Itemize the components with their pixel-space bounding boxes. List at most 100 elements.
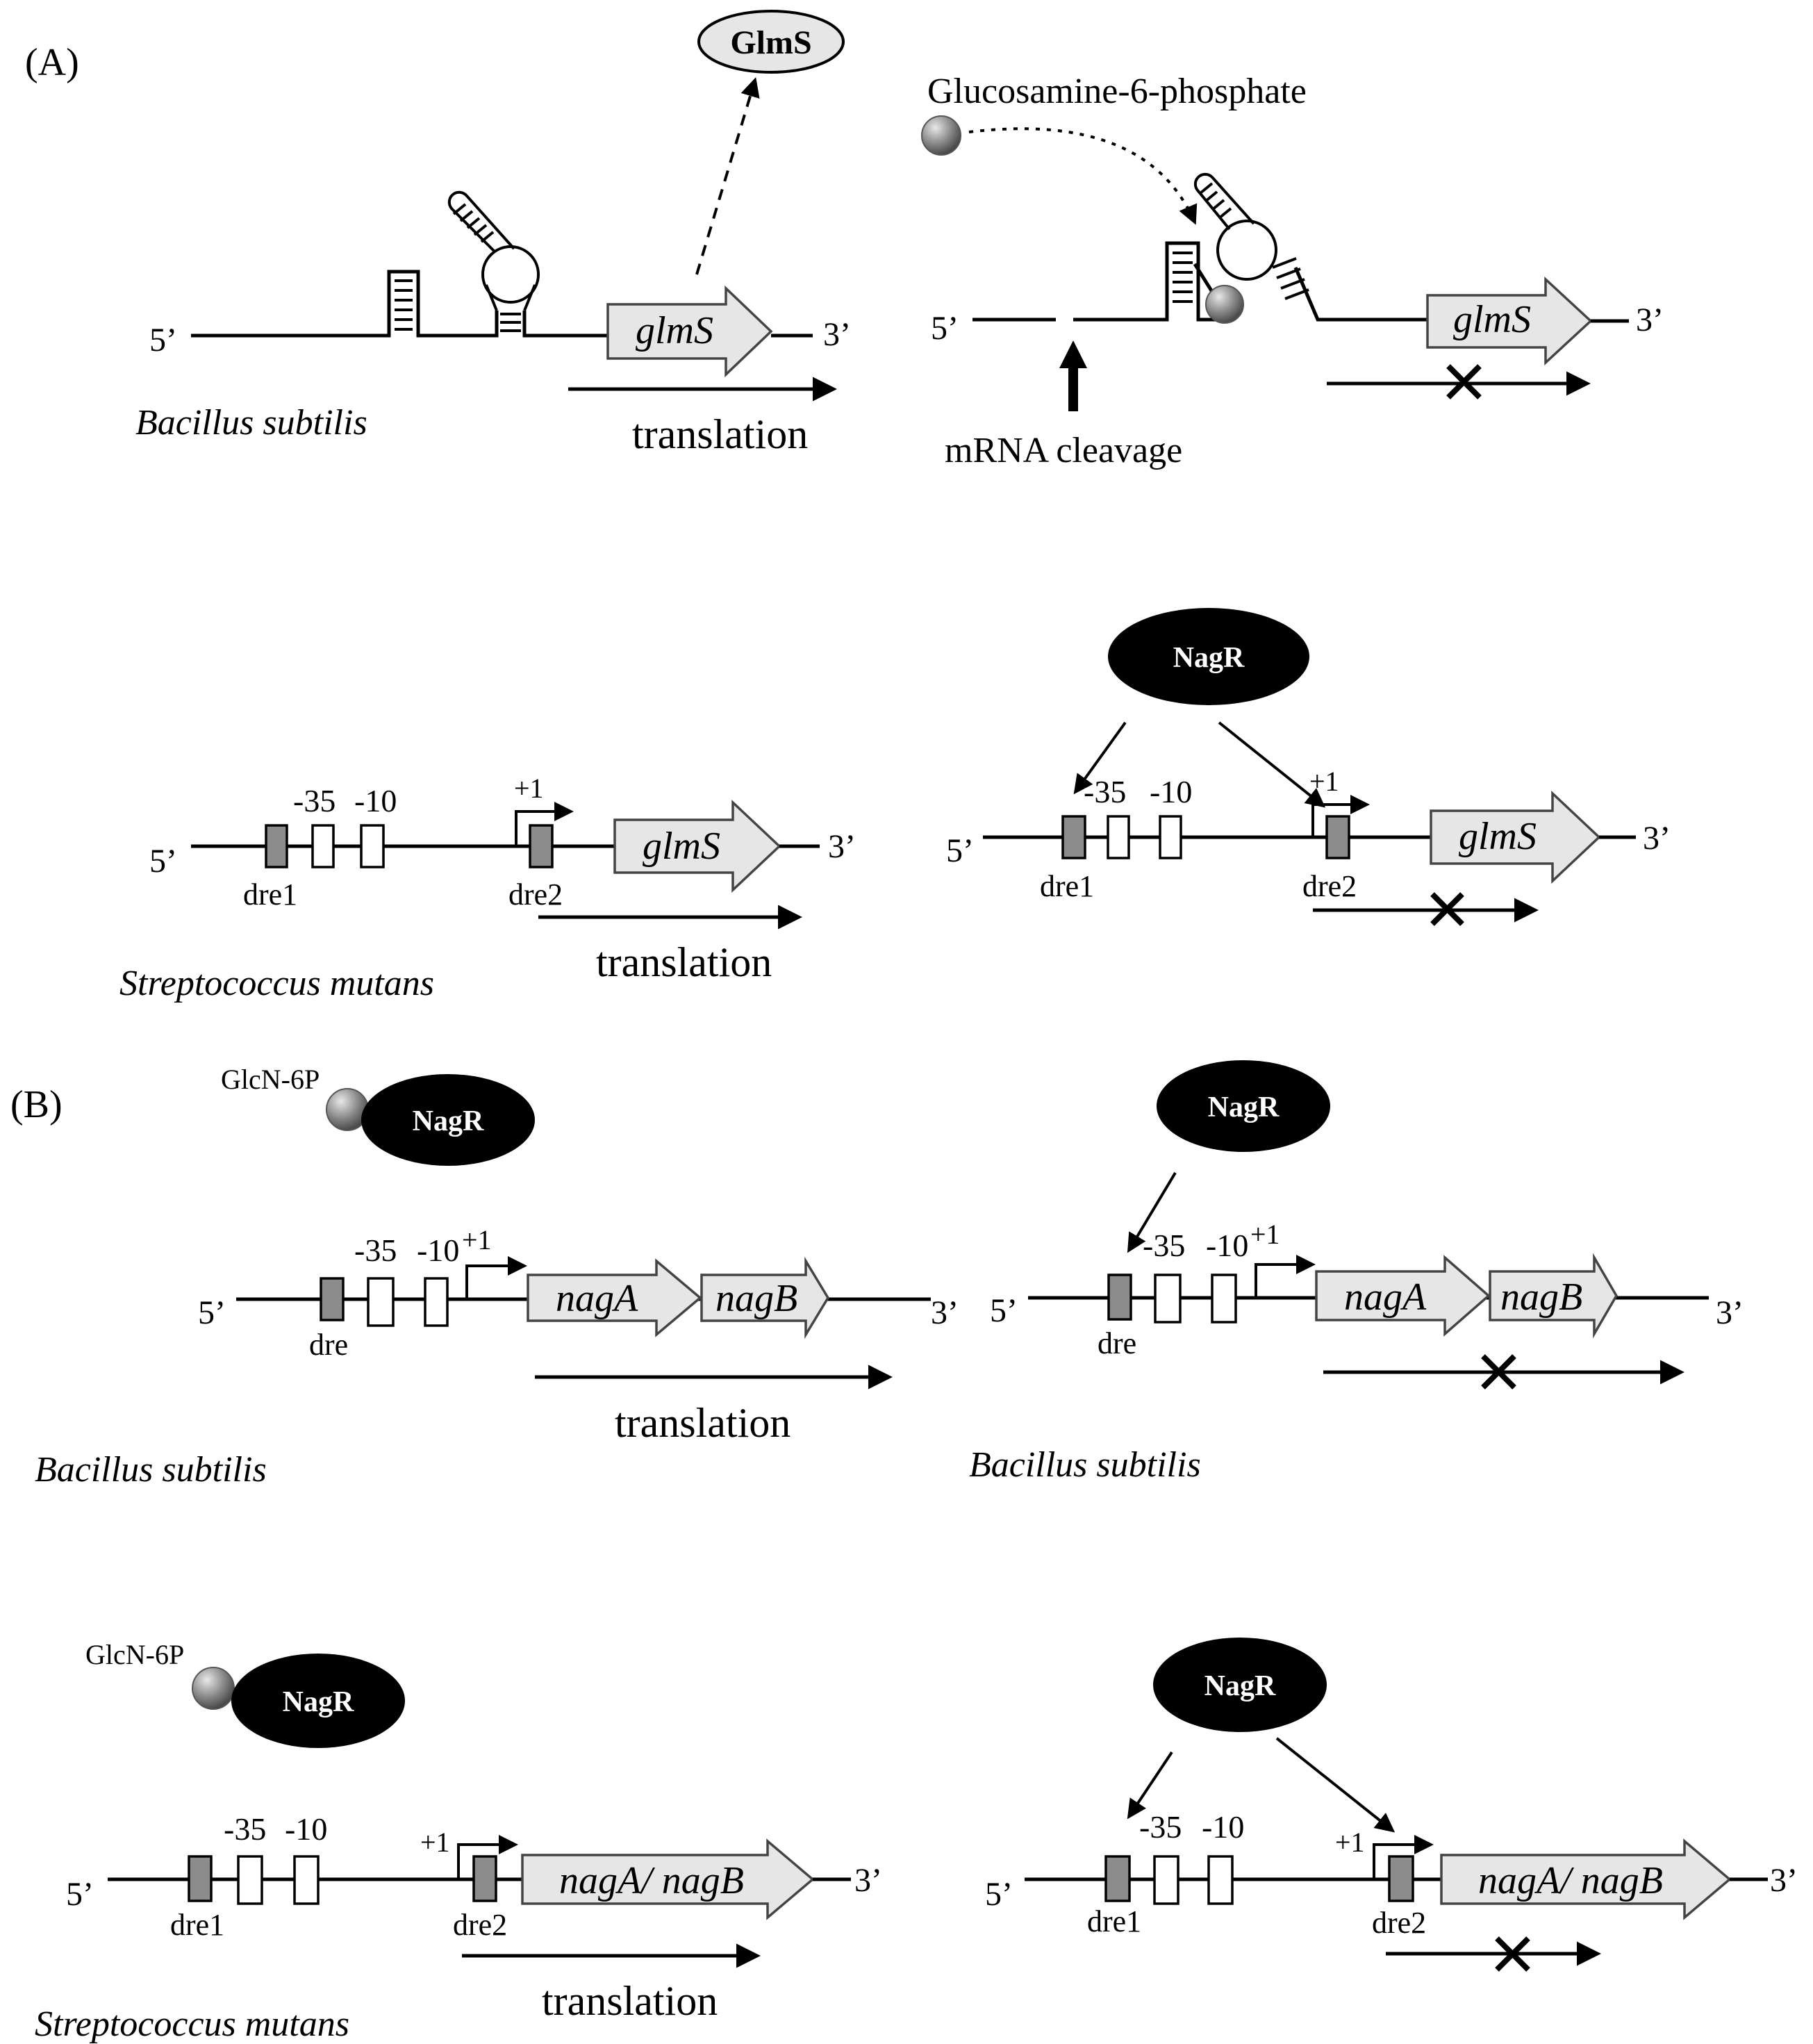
five-prime-label: 5’	[990, 1292, 1018, 1329]
five-prime-label: 5’	[985, 1876, 1013, 1913]
nagr-label: NagR	[1173, 642, 1245, 674]
minus10-box	[424, 1277, 449, 1327]
plus1-label: +1	[514, 773, 544, 804]
three-prime-label: 3’	[931, 1294, 959, 1331]
nagb-gene-arrow	[700, 1256, 830, 1340]
three-prime-label: 3’	[854, 1862, 882, 1899]
minus10-box	[293, 1855, 320, 1905]
dre1-box	[1104, 1855, 1131, 1902]
stem-1	[395, 279, 413, 331]
blocked-mark	[1481, 1354, 1516, 1390]
panel-b-bsub-on: GlcN-6P NagR -35 -10 +1 dre 5’ nagA nagB…	[35, 1064, 959, 1490]
five-prime-label: 5’	[946, 832, 974, 869]
glms-protein-label: GlmS	[730, 24, 811, 61]
dre2-box	[472, 1855, 497, 1902]
minus10-box	[1211, 1274, 1237, 1324]
dre2-label: dre2	[1372, 1906, 1426, 1940]
minus10-label: -10	[354, 783, 397, 818]
translation-label: translation	[542, 1978, 718, 2024]
nagab-gene-label: nagA/ nagB	[1478, 1859, 1663, 1902]
glcn6p-bound-ball	[1205, 285, 1244, 324]
dre-box	[320, 1277, 345, 1321]
translation-label: translation	[615, 1400, 790, 1446]
panel-a-bsub-on: 5’ glmS 3’ translation Bacillus subtilis…	[135, 10, 851, 457]
minus35-label: -35	[1139, 1809, 1182, 1845]
nagab-gene-label: nagA/ nagB	[559, 1859, 744, 1902]
minus10-label: -10	[285, 1811, 327, 1847]
panel-b-bsub-off: NagR -35 -10 +1 dre 5’ nagA nagB 3’ Baci…	[969, 1060, 1744, 1485]
naga-gene-label: nagA	[1344, 1276, 1427, 1319]
three-prime-label: 3’	[1643, 820, 1671, 857]
nagr-label: NagR	[283, 1686, 354, 1718]
organism-label: Bacillus subtilis	[969, 1445, 1201, 1485]
naga-gene-arrow	[1315, 1255, 1491, 1337]
minus10-label: -10	[1206, 1228, 1248, 1263]
five-prime-label: 5’	[931, 310, 959, 347]
glcn6p-label: GlcN-6P	[221, 1064, 320, 1095]
three-prime-label: 3’	[1770, 1862, 1798, 1899]
nagr-label: NagR	[1204, 1670, 1276, 1702]
panel-a-bsub-off: 5’ glmS 3’ mRNA cleavage Glucosamine-6-p…	[921, 72, 1664, 470]
dre-label: dre	[1098, 1326, 1136, 1360]
organism-label: Streptococcus mutans	[119, 964, 434, 1003]
panel-a-smut-off: -35 -10 +1 dre1 dre2 5’ glmS 3’ NagR	[946, 608, 1671, 926]
glms-gene-arrow	[613, 799, 781, 893]
minus10-label: -10	[1150, 774, 1192, 809]
panel-label-a: (A)	[25, 41, 79, 84]
panel-b-smut-on: GlcN-6P NagR -35 -10 +1 dre1 dre2 5’ nag…	[35, 1639, 882, 2044]
dre2-box	[529, 824, 554, 868]
nagb-gene-arrow	[1489, 1253, 1619, 1339]
minus35-box	[1153, 1855, 1179, 1905]
riboswitch-hairpin	[447, 190, 540, 332]
three-prime-label: 3’	[823, 316, 851, 353]
nagr-protein	[361, 1074, 535, 1166]
dre1-box	[265, 824, 288, 868]
minus35-label: -35	[224, 1811, 266, 1847]
dre1-box	[1061, 815, 1086, 859]
minus35-label: -35	[293, 783, 336, 818]
glcn6p-ball	[192, 1667, 235, 1710]
cleavage-arrow	[1059, 340, 1087, 411]
dre1-label: dre1	[243, 877, 297, 912]
glcn6p-ball	[921, 115, 961, 156]
three-prime-label: 3’	[828, 828, 856, 865]
blocked-mark	[1495, 1936, 1530, 1972]
nagab-gene-arrow	[1440, 1838, 1732, 1920]
five-prime-label: 5’	[198, 1294, 226, 1331]
stem-2	[1173, 252, 1193, 303]
glms-gene-label: glmS	[636, 309, 713, 352]
glms-protein	[697, 10, 845, 74]
dre2-label: dre2	[1302, 869, 1357, 903]
nagab-gene-arrow	[521, 1838, 815, 1920]
plus1-label: +1	[1250, 1219, 1280, 1250]
minus10-box	[360, 824, 385, 868]
riboswitch-bound	[1193, 172, 1309, 300]
plus1-label: +1	[1309, 766, 1339, 797]
glms-gene-arrow	[1430, 790, 1601, 884]
glcn6p-label: Glucosamine-6-phosphate	[927, 72, 1307, 111]
five-prime-label: 5’	[149, 322, 177, 358]
glms-gene-arrow	[1426, 277, 1593, 365]
minus35-box	[1107, 815, 1130, 859]
glms-gene-arrow	[606, 285, 773, 378]
plus1-label: +1	[462, 1224, 492, 1255]
nagr-protein	[1157, 1060, 1330, 1152]
panel-b-smut-off: NagR -35 -10 +1 dre1 dre2 5’ nagA/ nagB …	[985, 1638, 1798, 1972]
nagb-gene-label: nagB	[715, 1277, 797, 1320]
dre2-label: dre2	[453, 1908, 507, 1942]
three-prime-label: 3’	[1716, 1294, 1744, 1331]
dre-label: dre	[309, 1328, 348, 1362]
dre1-label: dre1	[1087, 1904, 1141, 1938]
minus35-box	[237, 1855, 263, 1905]
five-prime-label: 5’	[66, 1876, 94, 1913]
minus10-box	[1159, 815, 1182, 859]
dre2-label: dre2	[508, 877, 563, 912]
minus35-label: -35	[1084, 774, 1126, 809]
organism-label: Bacillus subtilis	[35, 1450, 267, 1490]
minus35-label: -35	[354, 1233, 397, 1268]
three-prime-label: 3’	[1636, 302, 1664, 338]
minus10-box	[1207, 1855, 1234, 1905]
dre1-label: dre1	[1040, 869, 1094, 903]
nagr-protein	[1153, 1638, 1327, 1732]
